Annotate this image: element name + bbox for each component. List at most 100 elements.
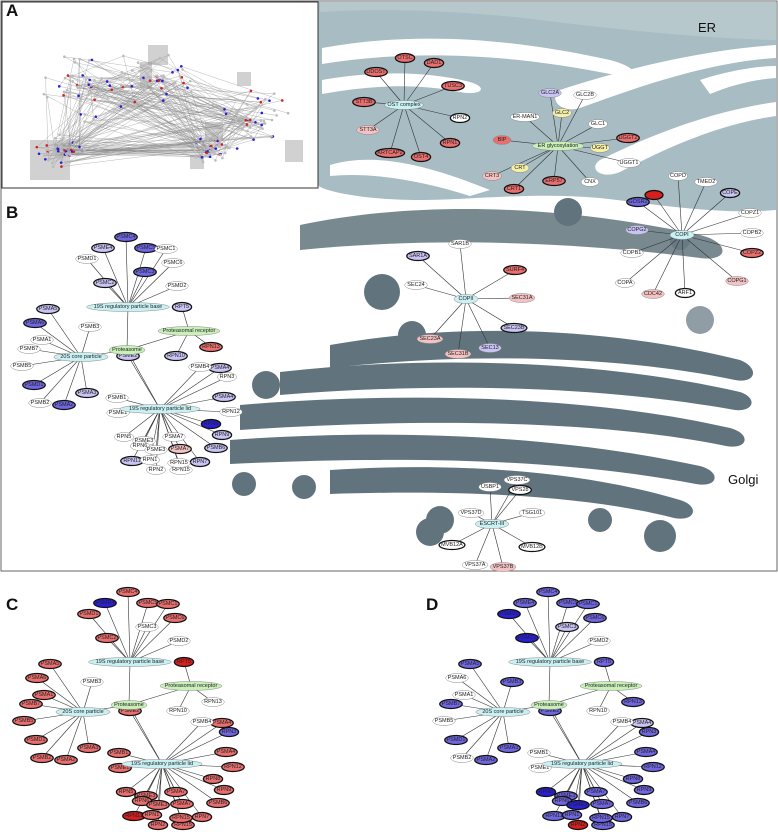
node-label-rpn1: RPN1 <box>443 140 458 146</box>
node-label-psme4: PSME4 <box>516 600 535 606</box>
node-rpn12 <box>219 407 243 417</box>
edge <box>549 92 559 147</box>
edge <box>133 763 163 817</box>
mini-node <box>83 120 86 123</box>
node-label-copb2: COPB2 <box>743 230 762 236</box>
mini-node <box>236 116 240 120</box>
mini-node <box>155 74 159 78</box>
node-label-psma6: PSMA6 <box>26 320 45 326</box>
edge <box>549 603 589 663</box>
edge <box>47 308 82 358</box>
mini-node <box>133 100 137 104</box>
node-psma2 <box>54 754 78 766</box>
node-bip <box>492 135 512 145</box>
mini-edge <box>45 77 49 161</box>
node-label-proteasomal-receptor: Proteasomal receptor <box>585 683 638 689</box>
node-label-psmd2: PSMD2 <box>168 283 187 289</box>
edge <box>161 731 230 765</box>
node-psma4 <box>212 391 236 403</box>
mini-edge <box>59 81 73 135</box>
node-label-psmb1: PSMB1 <box>530 750 549 756</box>
mini-edge <box>84 145 197 151</box>
node-label-erp57: ERP57 <box>545 178 562 184</box>
mini-node <box>241 119 245 123</box>
mini-node <box>280 99 284 102</box>
node-label-psmc6: PSMC6 <box>164 260 183 266</box>
node-label-sec13: SEC13 <box>481 345 498 351</box>
mini-highlight-box <box>190 155 204 169</box>
mini-node <box>69 153 72 157</box>
node-label-psma7: PSMA7 <box>587 789 606 795</box>
mini-node <box>286 111 290 115</box>
edge <box>429 298 467 340</box>
node-label-copb1: COPB1 <box>623 250 642 256</box>
mini-node <box>260 111 264 115</box>
node-label-psma1: PSMA1 <box>455 692 474 698</box>
mini-node <box>62 94 65 97</box>
mini-node <box>130 79 134 82</box>
node-copd <box>668 171 688 181</box>
mini-edge <box>156 75 289 114</box>
mini-node <box>151 82 154 85</box>
mini-node <box>181 68 184 71</box>
node-label-psmc2: PSMC2 <box>98 635 117 641</box>
hub-escrt-iii <box>475 519 509 529</box>
hub-copi <box>669 230 695 240</box>
node-label-psmb4: PSMB4 <box>613 719 632 725</box>
edge <box>39 356 82 404</box>
node-psmc3 <box>135 622 159 632</box>
node-label-rpn5: RPN5 <box>117 434 132 440</box>
node-rpn9 <box>633 784 655 796</box>
mini-node <box>171 71 174 74</box>
node-rpn8 <box>202 773 224 785</box>
node-label-rpn12: RPN12 <box>644 764 662 770</box>
mini-node <box>208 155 212 159</box>
node-label-proteasomal-receptor: Proteasomal receptor <box>163 328 216 334</box>
node-psmb6 <box>206 797 230 809</box>
mini-node <box>157 79 161 82</box>
node-label-psma1: PSMA1 <box>35 692 54 698</box>
node-label-psmb7: PSMB7 <box>22 701 41 707</box>
mini-node <box>200 152 204 156</box>
mini-node <box>131 68 134 72</box>
mini-edge <box>61 148 209 167</box>
node-label-sar1a: SAR1A <box>409 253 427 259</box>
mini-edge <box>61 76 72 149</box>
mini-edge <box>54 95 79 152</box>
mini-node <box>242 124 246 128</box>
mini-edge <box>205 107 257 143</box>
mini-node <box>120 70 124 74</box>
mini-edge <box>59 86 92 159</box>
node-rpn5 <box>535 786 557 798</box>
mini-edge <box>172 83 204 163</box>
node-label-psma7: PSMA7 <box>173 801 192 807</box>
mini-node <box>259 125 262 129</box>
mini-node <box>188 79 192 83</box>
mini-node <box>214 138 218 141</box>
mini-edge <box>91 59 201 140</box>
node-rpn2 <box>146 465 166 475</box>
node-label-psmd1: PSMD1 <box>500 611 519 617</box>
mini-edge <box>186 97 227 114</box>
mini-node <box>61 136 65 140</box>
mini-network <box>30 45 303 180</box>
node-rpn2 <box>449 112 471 124</box>
node-psmc4 <box>116 586 140 598</box>
mini-edge <box>65 77 208 152</box>
node-label-sar1b: SAR1B <box>451 241 469 247</box>
node-psma7 <box>164 786 188 798</box>
mini-node <box>245 123 249 126</box>
node-label-rpn12: RPN12 <box>224 764 242 770</box>
node-psma7 <box>590 798 614 810</box>
mini-node <box>149 69 153 73</box>
mini-edge <box>150 89 212 147</box>
mini-node <box>98 81 102 85</box>
node-label-psmc2: PSMC2 <box>518 635 537 641</box>
mini-edge <box>88 73 125 85</box>
node-label-psme2: PSME2 <box>121 708 140 714</box>
edge <box>524 116 559 147</box>
mini-edge <box>64 118 94 151</box>
edge <box>502 711 510 749</box>
mini-edge <box>89 79 251 128</box>
node-label-psmc5: PSMC5 <box>139 600 158 606</box>
